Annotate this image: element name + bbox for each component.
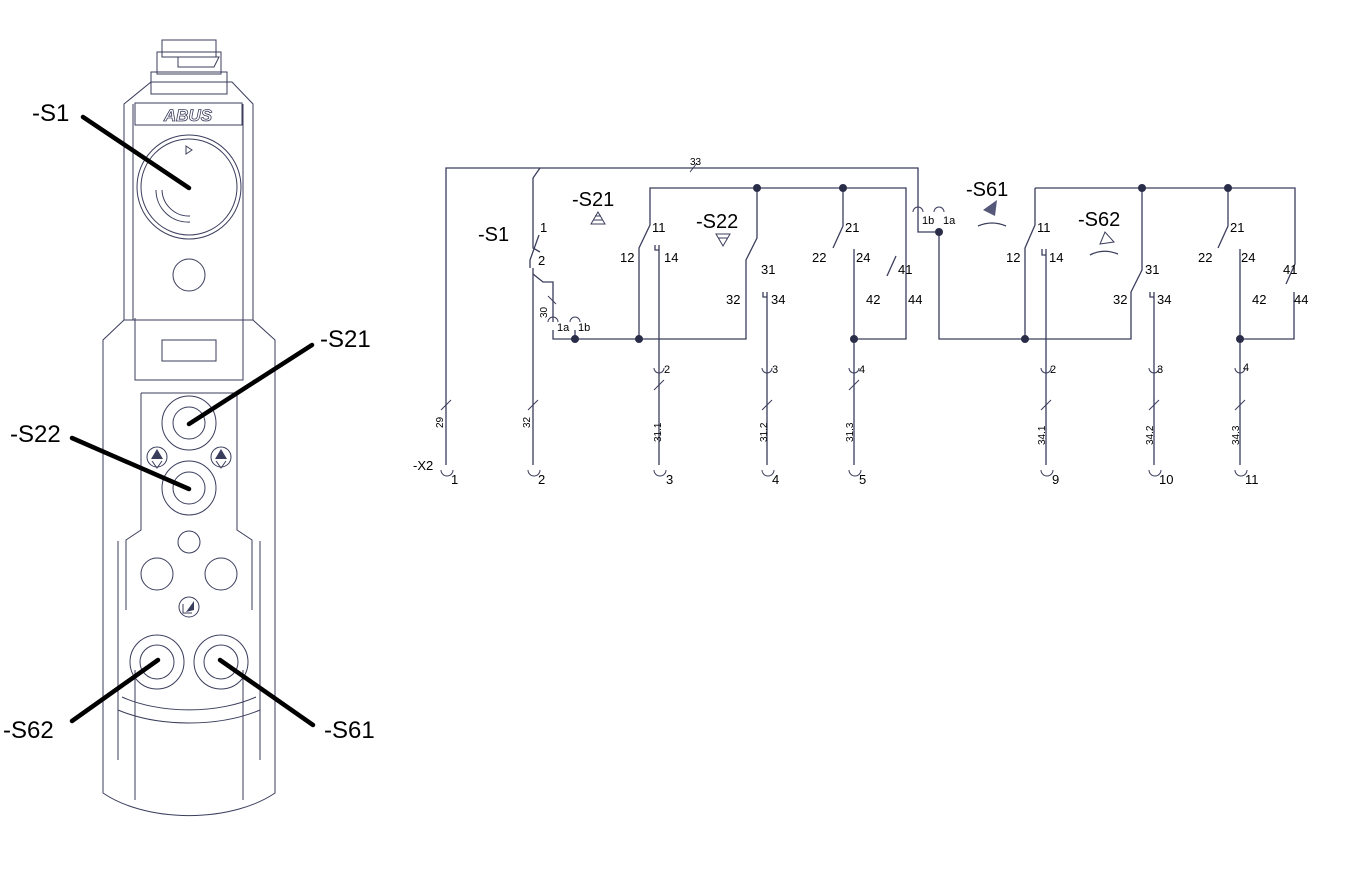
svg-text:14: 14: [1049, 250, 1063, 265]
svg-text:41: 41: [898, 262, 912, 277]
svg-text:1b: 1b: [578, 322, 590, 334]
svg-text:44: 44: [1294, 292, 1308, 307]
s21-s22-contacts: 11 12 14 21 22 24 31 32 34 41 42 44: [620, 220, 922, 307]
svg-text:2: 2: [538, 472, 545, 487]
brand-plate: [134, 102, 243, 126]
svg-text:4: 4: [1243, 362, 1249, 374]
svg-text:41: 41: [1283, 262, 1297, 277]
emergency-stop-ring: [136, 134, 242, 240]
svg-text:32: 32: [522, 416, 533, 428]
link-labels: 1a 1b 1b 1a: [557, 215, 956, 334]
s22-button: [172, 471, 206, 505]
svg-text:42: 42: [1252, 292, 1266, 307]
callout-leaders: [69, 114, 316, 728]
terminal-block-name: -X2: [413, 458, 433, 473]
brand-logo: ABUS: [163, 106, 213, 125]
svg-text:5: 5: [859, 472, 866, 487]
schematic: [440, 162, 1296, 477]
mid-pin-labels: 2 3 4 2 3 4: [664, 362, 1249, 376]
s21-button: [172, 406, 206, 440]
wire-numbers: 33 30 29 32 31.1 31.2 31.3 34.1 34.2 34.…: [435, 157, 1242, 445]
svg-text:24: 24: [856, 250, 870, 265]
svg-text:9: 9: [1052, 472, 1059, 487]
svg-text:22: 22: [812, 250, 826, 265]
hoist-down-icon: [715, 233, 731, 247]
svg-text:33: 33: [690, 157, 702, 168]
travel-right-icon: [1089, 231, 1119, 256]
svg-text:1: 1: [451, 472, 458, 487]
callout-s21: -S21: [320, 326, 371, 353]
svg-text:3: 3: [772, 364, 778, 376]
svg-text:2: 2: [664, 364, 670, 376]
svg-text:31.3: 31.3: [845, 422, 856, 442]
hoist-up-icon: [590, 211, 606, 225]
callout-s62: -S62: [3, 717, 54, 744]
pendant-housing: ABUS: [102, 39, 276, 817]
svg-text:30: 30: [539, 306, 550, 318]
s62-button: [139, 644, 175, 680]
svg-text:31: 31: [761, 262, 775, 277]
svg-text:1b: 1b: [922, 215, 934, 227]
svg-text:10: 10: [1159, 472, 1173, 487]
svg-text:4: 4: [859, 364, 865, 376]
device-s1: -S1: [478, 224, 509, 246]
s61-button-ring: [193, 634, 249, 690]
device-s21: -S21: [572, 189, 614, 211]
svg-text:34.3: 34.3: [1231, 425, 1242, 445]
device-s22: -S22: [696, 211, 738, 233]
svg-text:1a: 1a: [943, 215, 956, 227]
svg-text:31.1: 31.1: [653, 422, 664, 442]
svg-text:21: 21: [1230, 220, 1244, 235]
indicator-lamp: [172, 258, 206, 292]
terminal-block: -X2 1 2 3 4 5 9 10 11: [413, 458, 1259, 487]
svg-text:29: 29: [435, 416, 446, 428]
svg-text:1a: 1a: [557, 322, 570, 334]
s21-button-ring: [161, 395, 217, 451]
emergency-stop-button: [140, 138, 238, 236]
s1-contact-1: 1: [540, 220, 547, 235]
s61-s62-contacts: 11 12 14 21 22 24 31 32 34 41 42 44: [1006, 220, 1308, 307]
svg-text:34: 34: [771, 292, 785, 307]
svg-text:44: 44: [908, 292, 922, 307]
svg-text:3: 3: [666, 472, 673, 487]
device-s61: -S61: [966, 179, 1008, 201]
svg-text:2: 2: [1050, 364, 1056, 376]
s22-button-ring: [161, 460, 217, 516]
s61-button: [203, 644, 239, 680]
svg-text:14: 14: [664, 250, 678, 265]
svg-text:11: 11: [1037, 220, 1051, 235]
svg-text:22: 22: [1198, 250, 1212, 265]
svg-text:34: 34: [1157, 292, 1171, 307]
svg-text:3: 3: [1157, 364, 1163, 376]
callout-s61: -S61: [324, 717, 375, 744]
svg-text:11: 11: [1245, 472, 1259, 487]
callout-s1: -S1: [32, 100, 69, 127]
svg-text:24: 24: [1241, 250, 1255, 265]
svg-text:4: 4: [772, 472, 779, 487]
svg-text:34.1: 34.1: [1037, 425, 1048, 445]
svg-text:21: 21: [845, 220, 859, 235]
svg-text:12: 12: [1006, 250, 1020, 265]
s1-contact-2: 2: [538, 253, 545, 268]
svg-text:31: 31: [1145, 262, 1159, 277]
slew-icon: [178, 596, 200, 618]
svg-text:31.2: 31.2: [759, 422, 770, 442]
svg-text:12: 12: [620, 250, 634, 265]
label-window: [161, 339, 217, 362]
travel-left-icon: [977, 200, 1007, 227]
svg-text:32: 32: [726, 292, 740, 307]
s62-button-ring: [129, 634, 185, 690]
svg-text:42: 42: [866, 292, 880, 307]
svg-text:32: 32: [1113, 292, 1127, 307]
svg-text:34.2: 34.2: [1145, 425, 1156, 445]
hoist-up-down-icon: [146, 446, 168, 469]
svg-text:11: 11: [652, 220, 666, 235]
callout-s22: -S22: [10, 421, 61, 448]
hoist-up-down-icon: [210, 446, 232, 469]
device-s62: -S62: [1078, 209, 1120, 231]
